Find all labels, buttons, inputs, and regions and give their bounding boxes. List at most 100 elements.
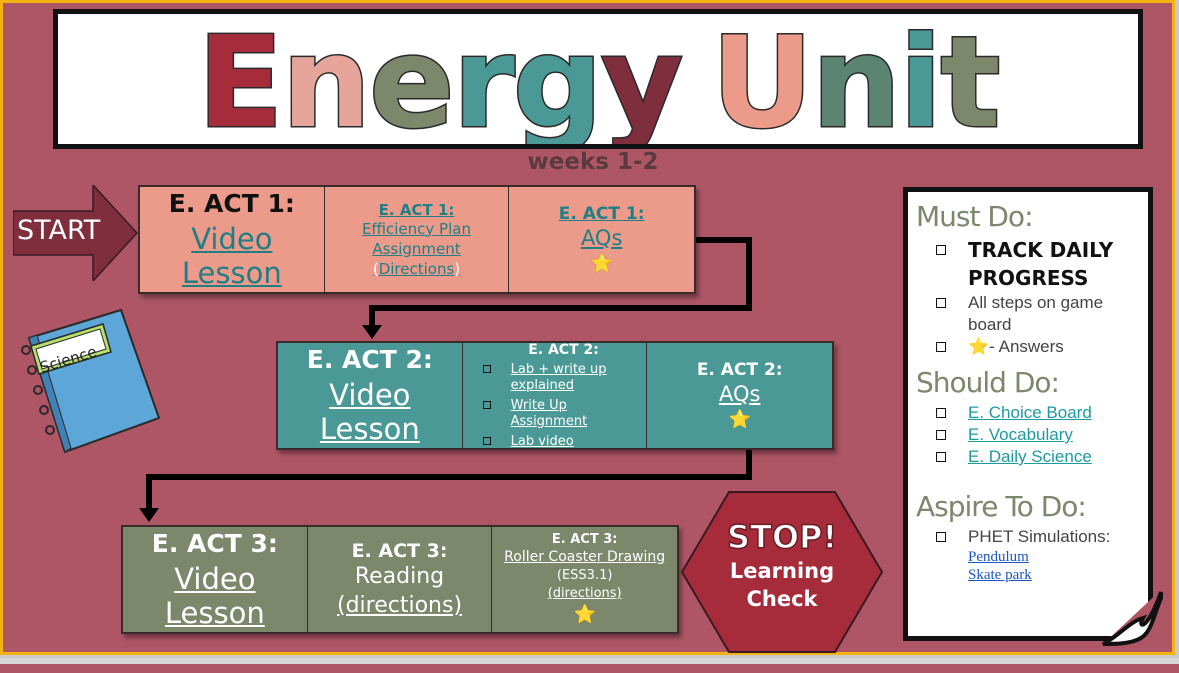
- title-letter: t: [939, 9, 1002, 149]
- checkbox-icon: [936, 532, 946, 542]
- must-do-item-label: ⭐- Answers: [968, 337, 1064, 356]
- list-item: Write Up Assignment: [481, 398, 647, 430]
- list-item: E. Choice Board: [936, 402, 1148, 424]
- act1-efficiency-heading: E. ACT 1:: [378, 200, 455, 219]
- act3-video-cell: E. ACT 3: Video Lesson: [123, 527, 308, 632]
- star-icon: ⭐: [728, 408, 751, 430]
- act1-directions-wrap: (Directions): [372, 259, 461, 278]
- start-label: START: [17, 215, 101, 246]
- act1-assignment-link[interactable]: Assignment: [372, 239, 461, 258]
- connector-line: [146, 474, 152, 510]
- list-item: PHET Simulations: Pendulum Skate park: [936, 526, 1148, 584]
- must-do-item-label: TRACK DAILY PROGRESS: [968, 238, 1114, 290]
- act1-aqs-cell: E. ACT 1: AQs ⭐: [509, 187, 694, 292]
- should-do-link[interactable]: E. Daily Science: [968, 447, 1092, 466]
- act3-roller-directions-link[interactable]: (directions): [547, 586, 622, 601]
- title-letter: r: [451, 9, 516, 149]
- act2-video-lesson-link[interactable]: Video Lesson: [319, 378, 420, 446]
- checkbox-icon: [482, 436, 491, 445]
- star-icon: ⭐: [590, 252, 613, 274]
- page-title: Energy Unit: [58, 9, 1138, 149]
- should-do-title: Should Do:: [916, 366, 1060, 399]
- checkbox-icon: [936, 342, 946, 352]
- checkbox-icon: [936, 430, 946, 440]
- should-do-link[interactable]: E. Vocabulary: [968, 425, 1073, 444]
- act3-roller-coaster-link[interactable]: Roller Coaster Drawing: [504, 549, 666, 565]
- title-letter: n: [810, 9, 903, 149]
- act3-reading-directions-link[interactable]: (directions): [336, 592, 463, 618]
- act3-video-lesson-link[interactable]: Video Lesson: [164, 562, 265, 630]
- act3-heading: E. ACT 3:: [151, 529, 278, 558]
- pendulum-link[interactable]: Pendulum: [968, 549, 1029, 565]
- act1-video-lesson-link[interactable]: Video Lesson: [181, 222, 282, 290]
- checkbox-icon: [936, 408, 946, 418]
- stop-check-label: Check: [746, 587, 818, 611]
- connector-line: [696, 237, 752, 243]
- act1-video-cell: E. ACT 1: Video Lesson: [140, 187, 325, 292]
- act1-efficiency-plan-link[interactable]: Efficiency Plan: [362, 219, 471, 238]
- next-slide-strip: [0, 658, 1179, 673]
- checkbox-icon: [936, 245, 946, 255]
- act3-reading-cell: E. ACT 3: Reading (directions): [308, 527, 493, 632]
- stop-learning-label: Learning: [729, 559, 835, 583]
- checkbox-icon: [482, 400, 491, 409]
- should-do-list: E. Choice Board E. Vocabulary E. Daily Sci…: [916, 402, 1148, 468]
- act2-video-cell: E. ACT 2: Video Lesson: [278, 343, 463, 448]
- next-slide-edge: [0, 664, 1179, 673]
- arrow-down-icon: [362, 325, 382, 339]
- lab-link[interactable]: Lab + write up: [510, 361, 607, 377]
- act2-heading: E. ACT 2:: [306, 345, 433, 374]
- row-activity-2: E. ACT 2: Video Lesson E. ACT 2: Lab + w…: [276, 341, 834, 450]
- connector-line: [369, 305, 375, 327]
- title-letter: i: [898, 9, 944, 149]
- act1-aqs-heading: E. ACT 1:: [558, 203, 645, 224]
- row-activity-1: E. ACT 1: Video Lesson E. ACT 1: Efficie…: [138, 185, 696, 294]
- list-item: All steps on game board: [936, 292, 1148, 336]
- star-icon: ⭐: [573, 604, 596, 625]
- should-do-link[interactable]: E. Choice Board: [968, 403, 1092, 422]
- act2-aqs-cell: E. ACT 2: AQs ⭐: [647, 343, 832, 448]
- list-item: ⭐- Answers: [936, 336, 1148, 358]
- act3-reading-link[interactable]: Reading: [354, 563, 445, 589]
- slide-canvas: Energy Unit weeks 1-2 START E. ACT 1: Vi…: [0, 0, 1175, 655]
- list-item: Lab video: [481, 434, 647, 450]
- connector-line: [369, 305, 752, 311]
- title-letter: U: [710, 9, 815, 149]
- title-letter: n: [280, 9, 373, 149]
- connector-line: [746, 237, 752, 311]
- arrow-down-icon: [139, 508, 159, 522]
- aspire-to-do-title: Aspire To Do:: [916, 490, 1087, 523]
- list-item: TRACK DAILY PROGRESS: [936, 236, 1148, 292]
- aspire-to-do-list: PHET Simulations: Pendulum Skate park: [916, 526, 1148, 584]
- skate-park-link[interactable]: Skate park: [968, 567, 1032, 583]
- act2-lab-heading: E. ACT 2:: [528, 341, 599, 358]
- lab-link[interactable]: Lab video: [510, 433, 574, 449]
- title-banner: Energy Unit: [53, 9, 1143, 149]
- weeks-label: weeks 1-2: [527, 149, 659, 175]
- title-letter: g: [511, 9, 604, 149]
- act3-roller-coaster-cell: E. ACT 3: Roller Coaster Drawing (ESS3.1…: [492, 527, 677, 632]
- lab-link-continued[interactable]: explained: [510, 377, 575, 393]
- stop-hexagon-icon: [681, 491, 883, 653]
- checkbox-icon: [936, 298, 946, 308]
- stop-learning-check[interactable]: STOP! Learning Check: [703, 517, 861, 613]
- row-activity-3: E. ACT 3: Video Lesson E. ACT 3: Reading…: [121, 525, 679, 634]
- act1-directions-link[interactable]: Directions: [378, 259, 455, 278]
- must-do-title: Must Do:: [916, 200, 1034, 233]
- lab-link[interactable]: Write Up Assignment: [510, 397, 588, 429]
- science-notebook-icon: Science: [21, 308, 161, 454]
- act2-aqs-link[interactable]: AQs: [718, 381, 761, 406]
- title-letter: y: [599, 9, 684, 149]
- act1-aqs-link[interactable]: AQs: [580, 225, 623, 250]
- title-letter: e: [368, 9, 456, 149]
- act1-efficiency-cell: E. ACT 1: Efficiency Plan Assignment (Di…: [325, 187, 510, 292]
- connector-line: [746, 450, 752, 480]
- phet-label: PHET Simulations:: [968, 527, 1111, 546]
- checkbox-icon: [936, 452, 946, 462]
